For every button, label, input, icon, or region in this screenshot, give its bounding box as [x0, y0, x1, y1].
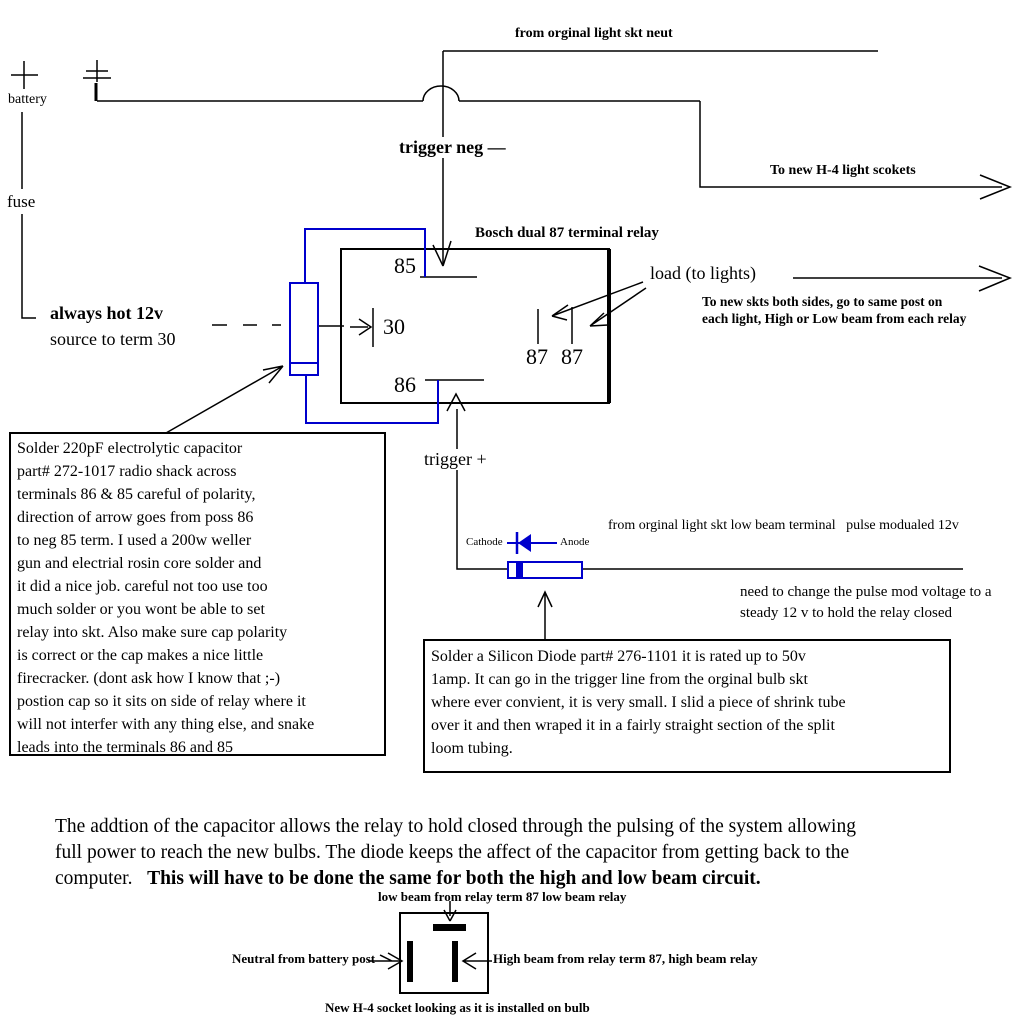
- terminal-87-left-label: 87: [526, 344, 548, 369]
- battery-wire-lower: [21, 214, 36, 319]
- pulse-note: need to change the pulse mod voltage to …: [740, 584, 992, 621]
- low-beam-arrow: [443, 901, 457, 922]
- high-beam-arrow: [461, 952, 492, 970]
- capacitor-pointer-arrow: [165, 365, 284, 434]
- neutral-arrow: [368, 952, 404, 970]
- neutral-feed-label: from orginal light skt neut: [515, 26, 673, 41]
- fuse-label: fuse: [7, 192, 36, 211]
- terminal-30-label: 30: [383, 314, 405, 339]
- diode-body: [507, 561, 583, 579]
- battery-plus-icon: [11, 61, 38, 89]
- diode-symbol-icon: [507, 532, 557, 554]
- summary-paragraph: The addtion of the capacitor allows the …: [55, 814, 856, 892]
- trigger-pos-wire: [456, 409, 963, 570]
- terminal-86-label: 86: [394, 372, 416, 397]
- to-sockets-arrowhead: [979, 174, 1013, 200]
- trigger-pos-arrowhead: [446, 392, 466, 412]
- diode-feed-label: from orginal light skt low beam terminal…: [608, 518, 959, 533]
- always-hot-label-1: always hot 12v: [50, 303, 164, 323]
- capacitor-body: [289, 282, 319, 376]
- trigger-neg-arrowhead: [432, 240, 452, 267]
- relay-title: Bosch dual 87 terminal relay: [475, 225, 659, 241]
- diode-pointer-arrow: [537, 590, 553, 640]
- capacitor-lead-to-85: [304, 228, 426, 283]
- anode-label: Anode: [560, 536, 590, 548]
- load-right-arrow: [793, 265, 1013, 292]
- socket-caption: New H-4 socket looking as it is installe…: [325, 1000, 590, 1015]
- load-label: load (to lights): [650, 263, 756, 283]
- capacitor-note: Solder 220pF electrolytic capacitor part…: [17, 440, 315, 756]
- trigger-pos-label: trigger +: [422, 449, 489, 470]
- to-sockets-wire: [699, 101, 1002, 188]
- terminal-87-right-label: 87: [561, 344, 583, 369]
- load-arrow-2: [589, 287, 647, 327]
- ground-icon: [83, 60, 111, 101]
- battery-label: battery: [8, 92, 47, 107]
- capacitor-note-box: [9, 432, 386, 756]
- load-arrow-1: [551, 281, 644, 321]
- always-hot-label-2: source to term 30: [50, 329, 176, 349]
- terminal-30-arrow: [350, 318, 373, 336]
- to-new-sockets-label: To new H-4 light scokets: [770, 163, 916, 178]
- high-beam-label: High beam from relay term 87, high beam …: [493, 951, 758, 966]
- blue-components: [289, 228, 583, 579]
- low-beam-label: low beam from relay term 87 low beam rel…: [378, 889, 627, 904]
- h4-socket-contacts: [407, 924, 466, 982]
- cathode-label: Cathode: [466, 536, 503, 548]
- trigger-neg-label: trigger neg —: [397, 137, 508, 158]
- capacitor-lead-to-86: [305, 375, 439, 424]
- diode-note: Solder a Silicon Diode part# 276-1101 it…: [431, 648, 846, 757]
- summary-bold: This will have to be done the same for b…: [147, 868, 761, 889]
- neutral-post-label: Neutral from battery post: [232, 951, 376, 966]
- terminal-85-label: 85: [394, 253, 416, 278]
- summary-normal: The addtion of the capacitor allows the …: [55, 816, 856, 889]
- diode-band: [516, 562, 523, 578]
- diode-note-box: [423, 639, 951, 773]
- h4-socket-box: [399, 912, 489, 994]
- wire-hop: [422, 85, 460, 102]
- load-note: To new skts both sides, go to same post …: [702, 294, 967, 326]
